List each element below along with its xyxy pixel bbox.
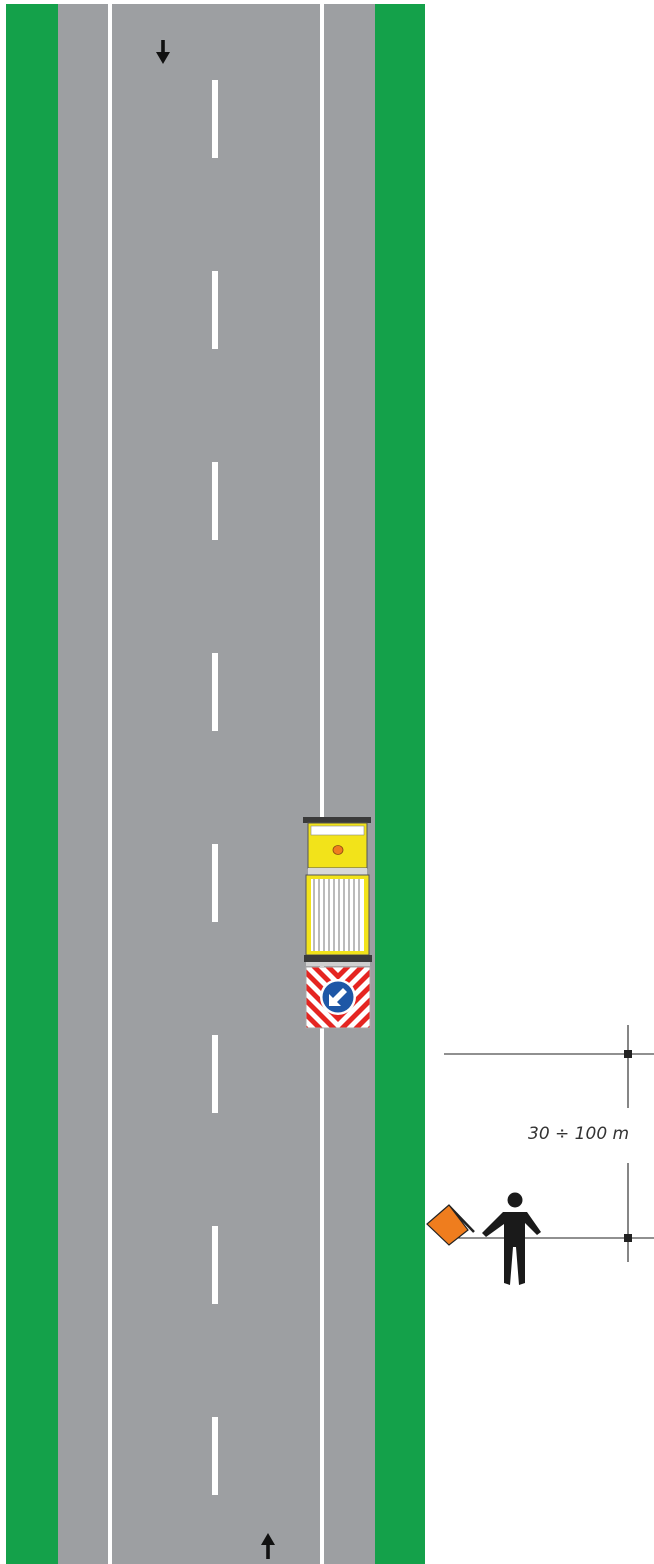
rear-warning-panel	[305, 966, 371, 1029]
keep-left-sign-icon	[320, 979, 356, 1015]
center-dash	[212, 844, 218, 922]
chevron-stripe	[306, 997, 370, 1028]
left-edge-line	[108, 4, 112, 1564]
chevron-stripe	[325, 967, 351, 980]
center-dash	[212, 1035, 218, 1113]
road-surface	[58, 4, 375, 1564]
distance-label: 30 ÷ 100 m	[528, 1124, 629, 1144]
chevron-stripe	[311, 967, 365, 994]
center-dash	[212, 462, 218, 540]
work-vehicle	[303, 817, 372, 966]
center-dashed-line	[212, 80, 218, 1495]
center-dash	[212, 653, 218, 731]
dimension-lines	[444, 1025, 654, 1262]
dimension-tick-top	[624, 1050, 632, 1058]
left-grass-shoulder	[6, 4, 58, 1564]
chevron-stripe	[306, 969, 370, 1008]
center-dash	[212, 80, 218, 158]
center-dash	[212, 271, 218, 349]
arrow-up-icon	[261, 1533, 275, 1559]
chevron-stripe	[306, 983, 370, 1022]
right-grass-shoulder	[375, 4, 425, 1564]
arrow-down-icon	[156, 40, 170, 64]
flag-icon	[426, 1204, 475, 1246]
center-dash	[212, 1417, 218, 1495]
center-dash	[212, 1226, 218, 1304]
flagger-icon	[482, 1192, 541, 1285]
right-edge-line	[320, 4, 324, 1564]
dimension-tick-bottom	[624, 1234, 632, 1242]
beacon-light	[332, 845, 344, 855]
